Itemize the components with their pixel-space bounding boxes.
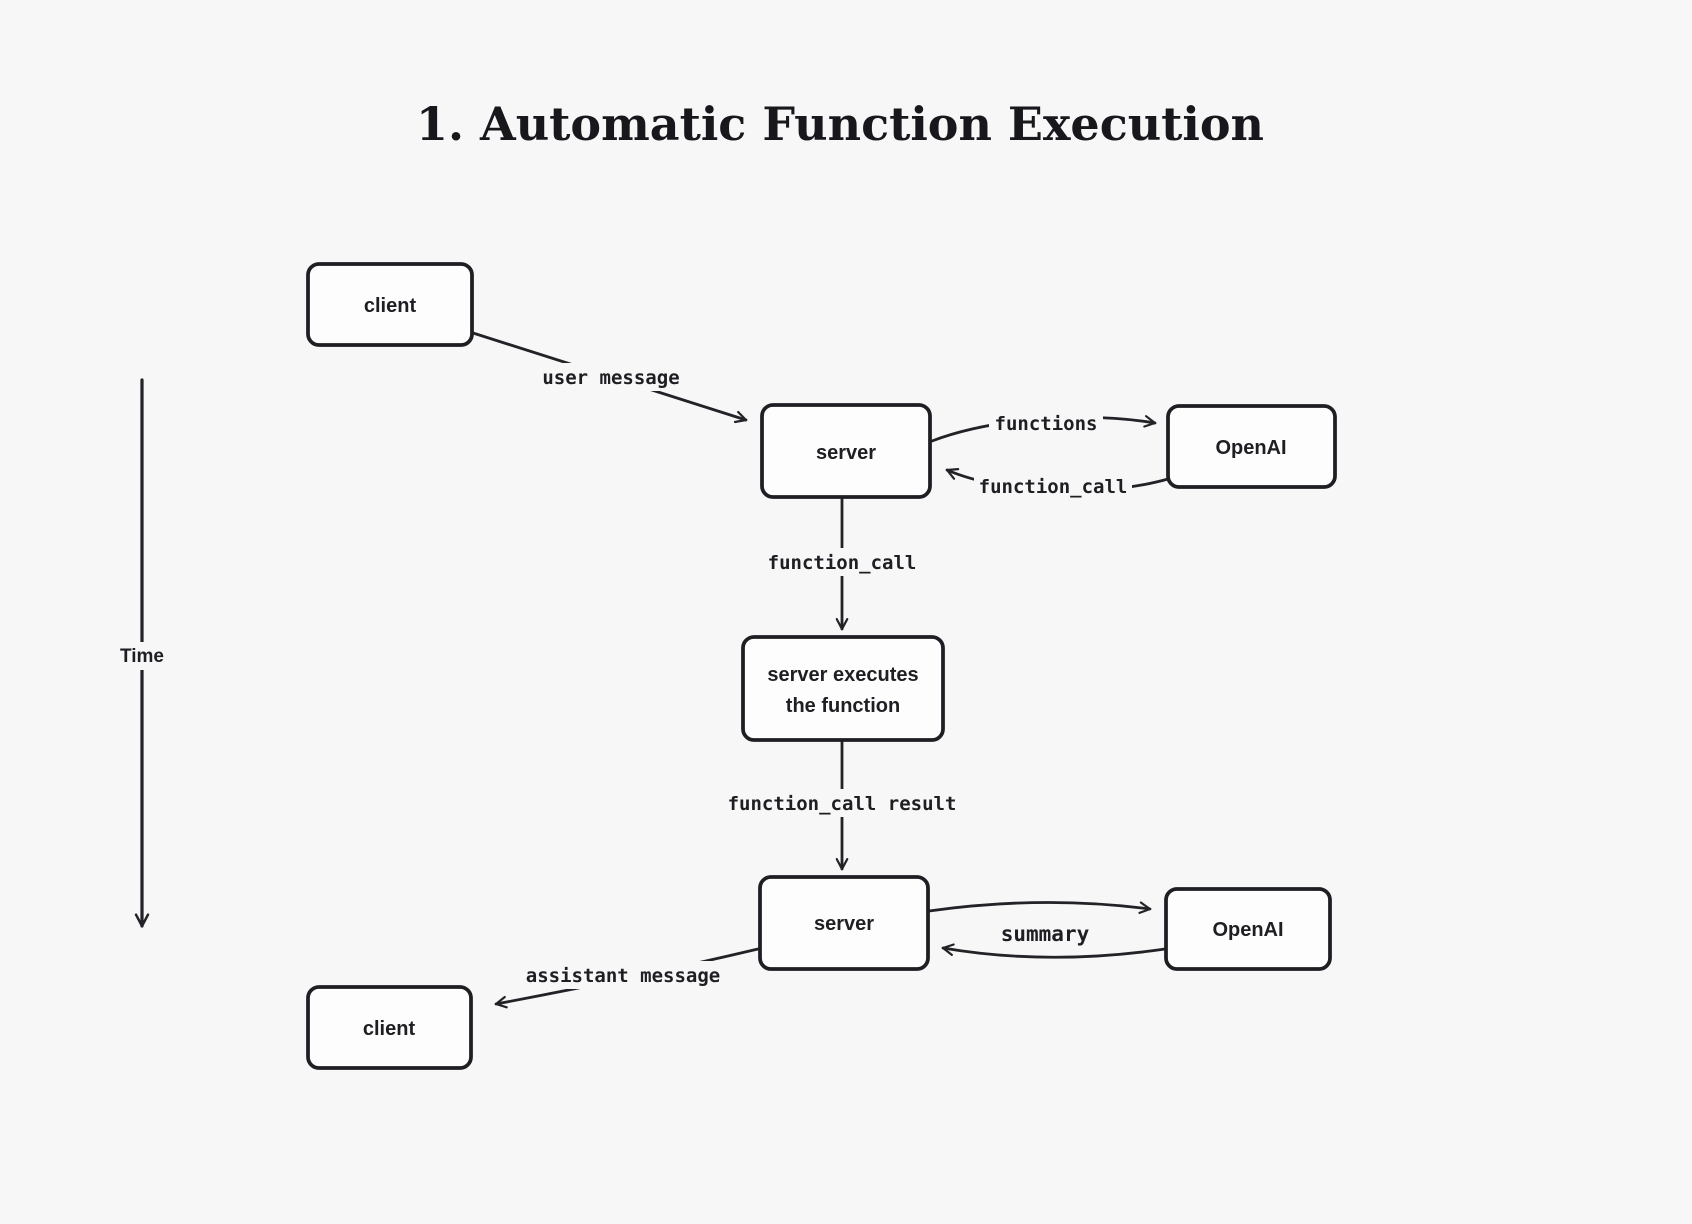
function-call-return-label: function_call [979, 476, 1128, 498]
node-client-bottom: client [306, 985, 473, 1070]
summary-label: summary [1001, 922, 1090, 946]
user-message-label: user message [542, 367, 679, 389]
edge-labels: user message functions function_call fun… [522, 363, 1132, 989]
summary-response-arrow [941, 943, 1167, 959]
client-bottom-box [306, 985, 473, 1070]
openai-top-box [1166, 404, 1337, 489]
node-openai-top: OpenAI [1166, 404, 1337, 489]
client-top-box [306, 262, 474, 347]
executor-label-line2: the function [786, 695, 900, 717]
server-bottom-label: server [814, 913, 874, 935]
function-call-result-label-background [723, 789, 961, 817]
function-call-result-label: function_call result [728, 793, 957, 815]
server-top-box [760, 403, 932, 499]
functions-label-background [989, 410, 1103, 437]
summary-request-arrow [927, 901, 1152, 915]
user-message-label-background [538, 363, 684, 391]
server-bottom-box [758, 875, 930, 971]
summary-label-background [996, 920, 1094, 947]
functions-label: functions [995, 413, 1098, 435]
assistant-message-label-background [522, 961, 724, 989]
function-call-down-label-background [763, 548, 921, 576]
openai-bottom-box [1164, 887, 1332, 971]
client-top-label: client [364, 295, 417, 317]
time-axis: Time [112, 378, 174, 928]
node-executor: server executes the function [741, 635, 945, 742]
openai-top-label: OpenAI [1215, 437, 1286, 459]
openai-bottom-label: OpenAI [1212, 919, 1283, 941]
time-label-background [112, 642, 174, 670]
diagram-title: 1. Automatic Function Execution [416, 97, 1264, 151]
executor-label-line1: server executes [767, 664, 918, 686]
assistant-message-label: assistant message [526, 965, 720, 987]
server-top-label: server [816, 442, 876, 464]
function-call-return-label-background [974, 473, 1132, 500]
time-label: Time [120, 646, 164, 667]
nodes: client server OpenAI server executes the… [306, 262, 1337, 1070]
node-server-bottom: server [758, 875, 930, 971]
node-server-top: server [760, 403, 932, 499]
client-bottom-label: client [363, 1018, 416, 1040]
executor-box [741, 635, 945, 742]
function-call-down-label: function_call [768, 552, 917, 574]
node-client-top: client [306, 262, 474, 347]
node-openai-bottom: OpenAI [1164, 887, 1332, 971]
